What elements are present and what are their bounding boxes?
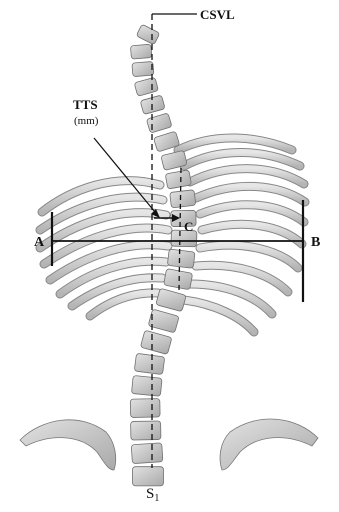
left-ribs xyxy=(40,181,168,316)
vertebra xyxy=(140,95,165,114)
vertebra xyxy=(148,309,179,333)
point-b-label: B xyxy=(311,235,320,250)
vertebra xyxy=(146,113,172,133)
vertebra xyxy=(140,330,172,354)
iliac-crests xyxy=(20,419,318,470)
tts-label: TTS xyxy=(73,97,98,112)
vertebra xyxy=(167,249,195,268)
vertebra xyxy=(130,44,151,59)
right-iliac-crest xyxy=(220,419,318,470)
vertebra xyxy=(134,77,158,96)
vertebra xyxy=(156,288,187,311)
vertebra xyxy=(134,353,165,374)
vertebra xyxy=(131,375,162,396)
vertebra xyxy=(136,24,160,45)
tts-unit-label: (mm) xyxy=(74,115,99,127)
left-iliac-crest xyxy=(20,420,116,470)
point-a-label: A xyxy=(34,235,45,250)
vertebra xyxy=(131,443,163,464)
vertebra xyxy=(133,467,164,486)
vertebral-column xyxy=(130,24,197,486)
vertebra xyxy=(170,190,196,208)
point-c-label: C xyxy=(184,219,193,234)
vertebra xyxy=(164,269,193,290)
vertebra xyxy=(130,399,160,418)
sacrum-label: S1 xyxy=(146,486,159,504)
vertebra xyxy=(132,61,154,76)
vertebra xyxy=(165,170,191,189)
csvl-label: CSVL xyxy=(200,7,235,22)
vertebra xyxy=(131,421,161,440)
